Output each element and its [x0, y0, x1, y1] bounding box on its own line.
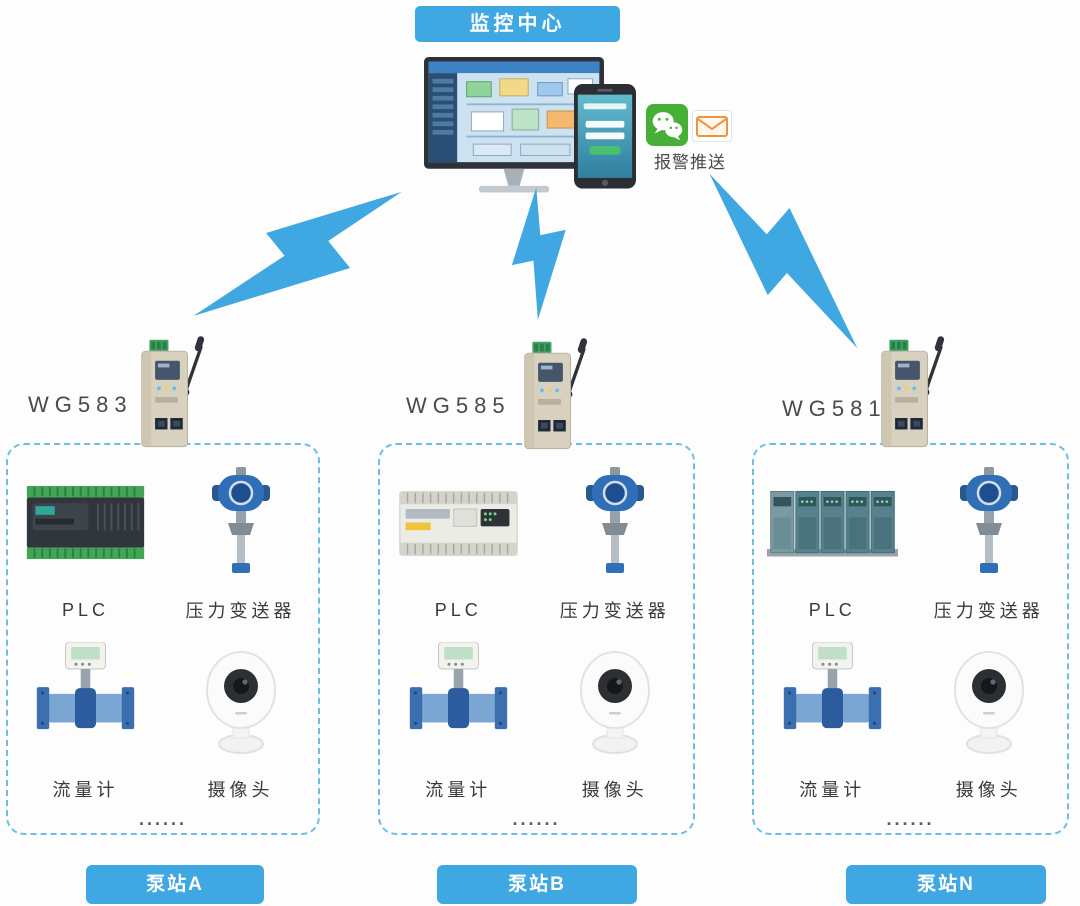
lightning-icon [674, 154, 897, 363]
monitoring-center-label: 监控中心 [415, 6, 620, 42]
wechat-icon [646, 104, 688, 146]
alarm-push-label: 报警推送 [654, 153, 726, 172]
link-bolt-center [497, 183, 583, 323]
gateway-label-wg581: WG581 [782, 396, 887, 421]
camera-image [569, 644, 661, 756]
camera-label: 摄像头 [207, 780, 274, 800]
flow-meter-image-cell [380, 631, 537, 769]
link-bolt-right [674, 154, 897, 363]
pressure-transmitter-image-cell [163, 457, 318, 589]
plc-image-cell [754, 457, 911, 589]
gateway-label-wg585: WG585 [406, 393, 511, 418]
lightning-icon [182, 150, 419, 363]
more-devices-ellipsis: ...... [138, 809, 187, 829]
station-box-a: PLC 压力变送器 流量计 摄像头 ...... [6, 443, 320, 835]
more-devices-ellipsis: ...... [512, 809, 561, 829]
flow-meter-label: 流量计 [52, 780, 119, 800]
mail-icon [692, 110, 732, 142]
camera-label: 摄像头 [581, 780, 648, 800]
flow-meter-image [33, 642, 138, 759]
camera-image-cell [163, 631, 318, 769]
plc-label: PLC [808, 599, 856, 620]
pressure-transmitter-image [580, 467, 650, 579]
gateway-router-image-n [855, 334, 960, 452]
station-label-n: 泵站N [846, 865, 1046, 904]
camera-image-cell [911, 631, 1068, 769]
link-bolt-left [182, 150, 419, 363]
pressure-transmitter-image-cell [537, 457, 694, 589]
gateway-router-image-b [498, 336, 603, 454]
camera-image [943, 644, 1035, 756]
plc-image-cell [8, 457, 163, 589]
camera-label: 摄像头 [955, 780, 1022, 800]
plc-label: PLC [61, 599, 109, 620]
camera-image [195, 644, 287, 756]
station-label-a: 泵站A [86, 865, 264, 904]
plc-image [23, 482, 148, 564]
pressure-transmitter-image-cell [911, 457, 1068, 589]
station-label-b: 泵站B [437, 865, 637, 904]
pressure-transmitter-image [206, 467, 276, 579]
flow-meter-image-cell [754, 631, 911, 769]
station-box-n: PLC 压力变送器 流量计 摄像头 ...... [752, 443, 1069, 835]
station-box-b: PLC 压力变送器 流量计 摄像头 ...... [378, 443, 695, 835]
flow-meter-image [780, 642, 885, 759]
pressure-transmitter-label: 压力变送器 [185, 601, 296, 621]
more-devices-ellipsis: ...... [886, 809, 935, 829]
flow-meter-label: 流量计 [799, 780, 866, 800]
plc-image [765, 484, 900, 563]
flow-meter-image [406, 642, 511, 759]
pressure-transmitter-image [954, 467, 1024, 579]
pressure-transmitter-label: 压力变送器 [559, 601, 670, 621]
plc-label: PLC [434, 599, 482, 620]
plc-image [396, 482, 521, 564]
smartphone-image [574, 84, 636, 189]
plc-image-cell [380, 457, 537, 589]
gateway-router-image-a [115, 334, 220, 452]
gateway-label-wg583: WG583 [28, 392, 133, 417]
camera-image-cell [537, 631, 694, 769]
pressure-transmitter-label: 压力变送器 [933, 601, 1044, 621]
flow-meter-image-cell [8, 631, 163, 769]
lightning-icon [497, 183, 583, 323]
flow-meter-label: 流量计 [425, 780, 492, 800]
